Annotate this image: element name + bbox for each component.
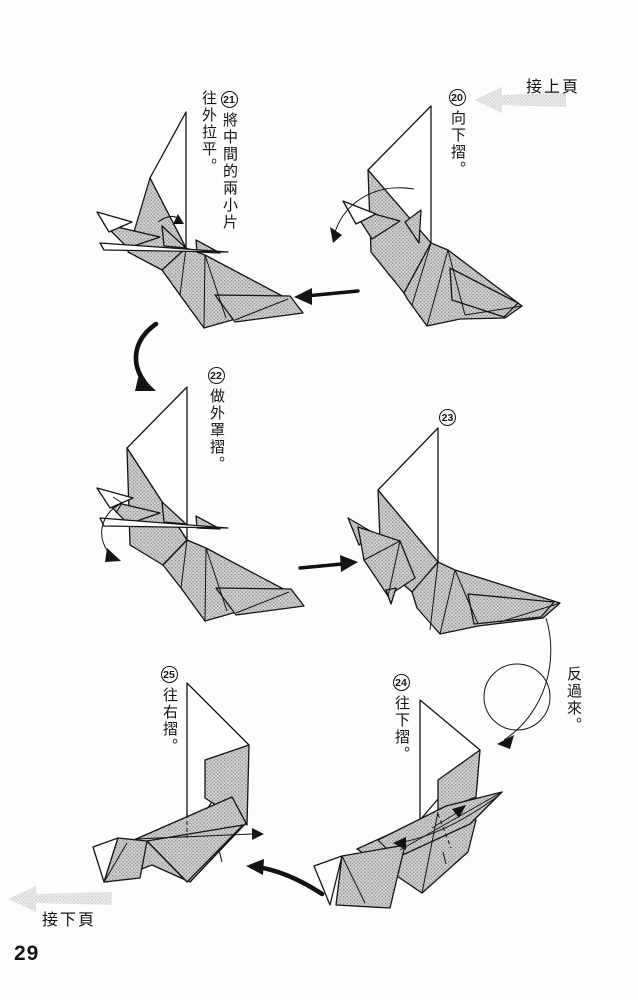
- fold-arrow-step-24: [397, 795, 499, 844]
- diagram-step-21: [96, 111, 304, 329]
- step-24-text: 往下摺。: [393, 695, 410, 763]
- fold-arrow-step-25: [134, 833, 253, 840]
- turn-over-symbol: [483, 617, 552, 749]
- diagram-step-25: [92, 682, 264, 883]
- step-25-label: 25 往右摺。: [156, 665, 180, 790]
- sequence-arrow-21-22: [133, 321, 159, 391]
- diagram-step-24: [313, 699, 503, 909]
- step-25-text: 往右摺。: [161, 687, 178, 755]
- diagram-step-20: [330, 105, 523, 327]
- step-22-label: 22 做外罩摺。: [203, 366, 227, 501]
- turn-over-label: 反過來。: [565, 666, 582, 734]
- step-22-text: 做外罩摺。: [208, 388, 225, 473]
- prev-page-arrow-icon: [474, 87, 566, 113]
- step-20-text: 向下摺。: [449, 110, 466, 178]
- step-24-number: 24: [392, 674, 410, 691]
- sequence-arrow-22-23: [298, 555, 358, 572]
- sequence-arrow-20-21: [294, 288, 360, 305]
- diagram-step-23: [347, 427, 561, 635]
- step-20-number: 20: [448, 89, 466, 106]
- step-23-number: 23: [439, 409, 456, 426]
- step-21-text: 將中間的兩小片往外拉平。: [200, 90, 238, 231]
- diagram-step-22: [96, 386, 305, 622]
- prev-page-label: 接上頁: [526, 79, 581, 96]
- page-number: 29: [14, 942, 40, 965]
- fold-arrow-step-20: [333, 187, 415, 237]
- step-21-label: 21將中間的兩小片往外拉平。: [192, 90, 240, 240]
- step-24-label: 24 往下摺。: [388, 673, 412, 798]
- step-22-number: 22: [207, 367, 225, 384]
- next-page-arrow-icon: [8, 886, 112, 912]
- step-25-number: 25: [160, 666, 178, 683]
- step-20-label: 20 向下摺。: [444, 88, 468, 218]
- sequence-arrow-24-25: [246, 859, 325, 897]
- step-21-number: 21: [220, 91, 238, 108]
- next-page-label: 接下頁: [42, 912, 97, 929]
